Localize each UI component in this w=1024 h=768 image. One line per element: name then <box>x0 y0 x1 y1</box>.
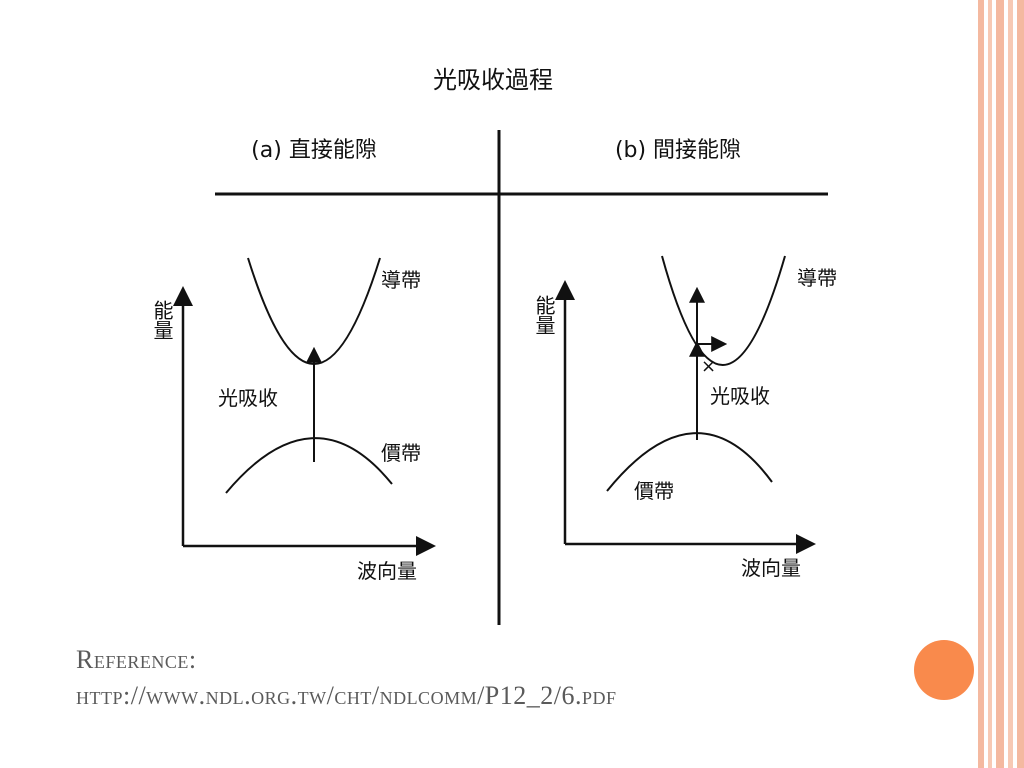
panel-a-absorption-label: 光吸收 <box>218 386 278 410</box>
panel-b-absorption-label: 光吸收 <box>710 384 770 408</box>
diagram-title: 光吸收過程 <box>433 66 553 94</box>
panel-a-x-axis-label: 波向量 <box>357 559 417 583</box>
panel-a-y-axis-label: 能量 <box>150 300 174 340</box>
panel-a-conduction-band-label: 導帶 <box>381 268 421 292</box>
panel-b-conduction-band-curve <box>661 255 786 366</box>
reference-block: Reference: http://www.ndl.org.tw/cht/ndl… <box>76 642 617 714</box>
decorative-side-stripes <box>978 0 1024 768</box>
panel-a-heading: (a) 直接能隙 <box>251 138 377 163</box>
panel-b-phonon-mark: × <box>701 356 716 377</box>
reference-label: Reference: <box>76 645 197 674</box>
panel-b-valence-band-curve <box>606 432 773 492</box>
panel-b-x-axis-label: 波向量 <box>741 556 801 580</box>
panel-b-y-axis-label: 能量 <box>532 295 556 335</box>
panel-b-valence-band-label: 價帶 <box>634 479 674 503</box>
decorative-orange-dot <box>914 640 974 700</box>
panel-a-valence-band-label: 價帶 <box>381 441 421 465</box>
panel-a-conduction-band-curve <box>247 257 381 365</box>
light-absorption-diagram: 光吸收過程 (a) 直接能隙 (b) 間接能隙 能量 波向量 導帶 價帶 光吸收… <box>150 66 837 625</box>
reference-url[interactable]: http://www.ndl.org.tw/cht/ndlcomm/P12_2/… <box>76 681 617 710</box>
panel-b-conduction-band-label: 導帶 <box>797 266 837 290</box>
panel-b-heading: (b) 間接能隙 <box>615 138 741 163</box>
panel-a-valence-band-curve <box>225 437 393 494</box>
